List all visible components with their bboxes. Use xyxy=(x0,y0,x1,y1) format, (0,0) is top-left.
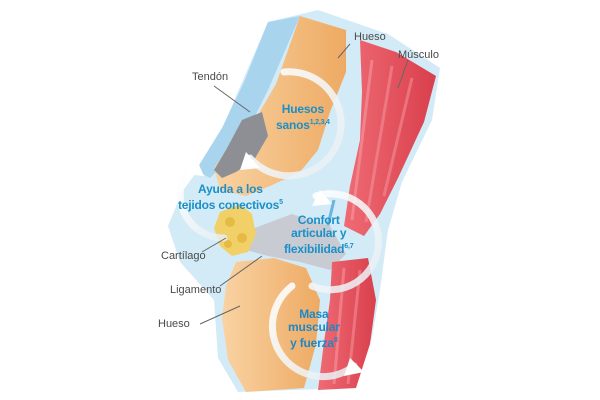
benefit-reference: 8 xyxy=(333,337,338,344)
arrow-head-icon xyxy=(312,190,332,206)
tendon xyxy=(196,16,300,178)
cartilage-dot xyxy=(224,240,232,248)
joint-space xyxy=(244,214,346,270)
thigh-muscle-fiber xyxy=(350,59,374,221)
benefit-line: flexibilidad xyxy=(284,242,345,256)
leader-hueso-top xyxy=(337,43,351,59)
label-hueso-bottom: Hueso xyxy=(158,318,190,330)
cycle-arrow-huesos xyxy=(246,68,345,180)
label-musculo: Músculo xyxy=(398,49,439,61)
benefit-line: Confort xyxy=(297,213,340,227)
benefit-reference: 1,2,3,4 xyxy=(309,119,330,126)
leader-musculo xyxy=(397,59,409,89)
thigh-muscle-fiber xyxy=(364,65,394,223)
benefit-line: muscular xyxy=(288,320,340,334)
leader-ligamento xyxy=(219,255,263,287)
cycle-arrow-confort xyxy=(308,190,383,294)
benefit-reference: 6,7 xyxy=(344,243,354,250)
patella-cap xyxy=(214,112,268,178)
benefit-line: Huesos xyxy=(281,102,324,116)
cartilage-dot xyxy=(237,233,247,243)
benefit-line: tejidos conectivos xyxy=(178,198,280,212)
label-cartilago: Cartílago xyxy=(161,250,206,262)
benefit-line: Ayuda a los xyxy=(198,182,263,196)
benefit-line: sanos xyxy=(276,118,310,132)
arrow-head-icon xyxy=(240,152,260,170)
cycle-arrow-masa xyxy=(268,282,358,381)
benefit-tejidos-conectivos: Ayuda a los tejidos conectivos5 xyxy=(178,183,283,212)
leader-tendon xyxy=(213,85,251,113)
label-hueso-top: Hueso xyxy=(354,31,386,43)
benefit-line: articular y xyxy=(291,226,347,240)
arrow-head-icon xyxy=(344,358,364,376)
leader-cartilago xyxy=(201,237,227,253)
label-tendon: Tendón xyxy=(192,71,229,83)
benefit-confort-articular: Confort articular y flexibilidad6,7 xyxy=(284,213,354,256)
benefit-line: y fuerza xyxy=(290,336,334,350)
label-ligamento: Ligamento xyxy=(170,284,222,296)
cycle-arrow-tejidos xyxy=(176,168,228,242)
cartilage-dot xyxy=(225,217,235,227)
thigh-muscle-fiber xyxy=(382,77,414,197)
benefit-reference: 5 xyxy=(279,199,283,206)
arrow-head-icon xyxy=(184,158,204,176)
benefit-huesos-sanos: Huesos sanos1,2,3,4 xyxy=(276,103,330,132)
benefit-masa-muscular: Masa muscular y fuerza8 xyxy=(288,308,340,350)
leader-hueso-bottom xyxy=(199,305,241,325)
benefit-line: Masa xyxy=(299,307,329,321)
